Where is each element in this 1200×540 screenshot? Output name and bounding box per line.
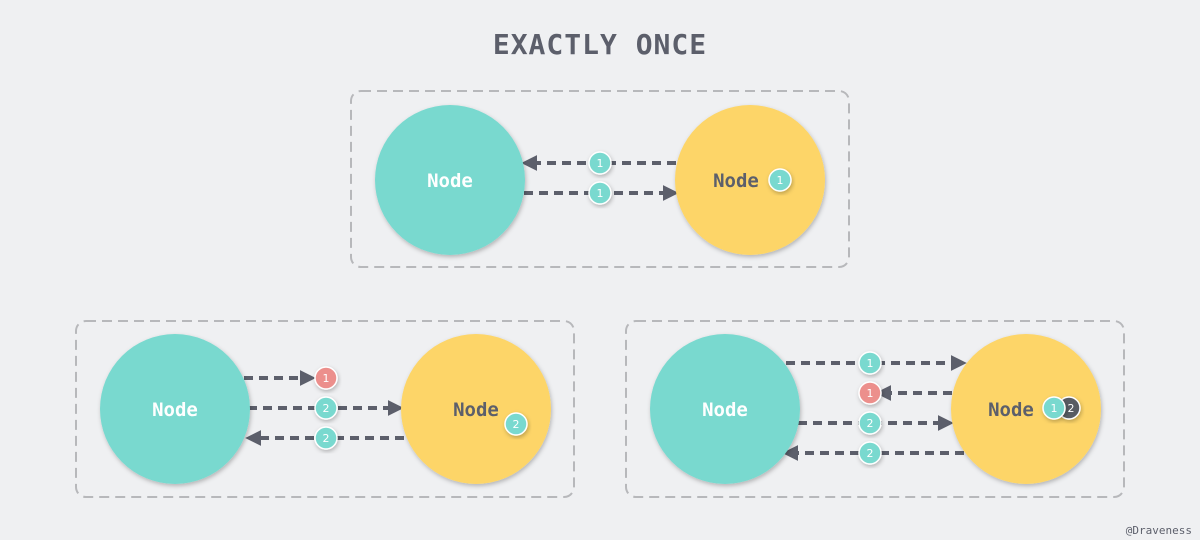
message-badge: 2 <box>858 441 882 465</box>
stored-message-badge: 1 <box>1042 396 1066 420</box>
author-credit: @Draveness <box>1125 524 1192 537</box>
panel-bottom-right: Node Node 1 1 2 2 2 1 <box>625 320 1125 498</box>
message-badge: 2 <box>314 426 338 450</box>
sender-node <box>100 334 250 484</box>
message-badge-circle <box>858 381 882 405</box>
message-badge: 1 <box>588 181 612 205</box>
sender-node <box>650 334 800 484</box>
message-badge: 1 <box>588 151 612 175</box>
stored-badge-label: 1 <box>777 174 784 187</box>
message-badge: 2 <box>858 411 882 435</box>
message-badge-circle <box>858 441 882 465</box>
stored-badge-label: 2 <box>513 418 520 431</box>
receiver-node <box>675 105 825 255</box>
stored-badge-circle <box>1042 396 1066 420</box>
sender-node-label: Node <box>152 399 198 421</box>
message-badge-label: 2 <box>867 447 874 460</box>
receiver-node-label: Node <box>453 399 499 421</box>
message-badge-circle <box>858 351 882 375</box>
stored-badge-circle <box>768 168 792 192</box>
panel-bottom-left: Node Node 1 2 2 2 <box>75 320 575 498</box>
message-badge: 1 <box>858 381 882 405</box>
stored-badge-label: 1 <box>1051 402 1058 415</box>
stored-message-badge: 1 <box>768 168 792 192</box>
message-badge: 1 <box>314 366 338 390</box>
message-badge-label: 2 <box>867 417 874 430</box>
receiver-node-label: Node <box>713 170 759 192</box>
panel-frame <box>75 320 575 498</box>
panel-frame <box>625 320 1125 498</box>
message-badge-circle <box>858 411 882 435</box>
message-badge-circle <box>314 426 338 450</box>
message-badge-label: 1 <box>867 357 874 370</box>
receiver-node <box>951 334 1101 484</box>
receiver-node-label: Node <box>988 399 1034 421</box>
message-badge-circle <box>314 366 338 390</box>
stored-badge-circle <box>504 412 528 436</box>
diagram-title: EXACTLY ONCE <box>492 28 708 61</box>
message-badge-circle <box>588 151 612 175</box>
sender-node-label: Node <box>702 399 748 421</box>
message-badge: 2 <box>314 396 338 420</box>
message-badge-label: 2 <box>323 432 330 445</box>
message-badge-label: 2 <box>323 402 330 415</box>
message-badge-circle <box>588 181 612 205</box>
sender-node <box>375 105 525 255</box>
panel-top: Node Node 1 1 1 <box>350 90 850 268</box>
stored-badge-label: 2 <box>1068 402 1075 415</box>
message-lines <box>782 355 967 461</box>
message-badge-label: 1 <box>867 387 874 400</box>
message-badge: 1 <box>858 351 882 375</box>
panel-frame <box>350 90 850 268</box>
stored-message-badge: 2 <box>504 412 528 436</box>
message-badge-label: 1 <box>323 372 330 385</box>
message-badge-circle <box>314 396 338 420</box>
message-badge-label: 1 <box>597 187 604 200</box>
message-badge-label: 1 <box>597 157 604 170</box>
sender-node-label: Node <box>427 170 473 192</box>
receiver-node <box>401 334 551 484</box>
